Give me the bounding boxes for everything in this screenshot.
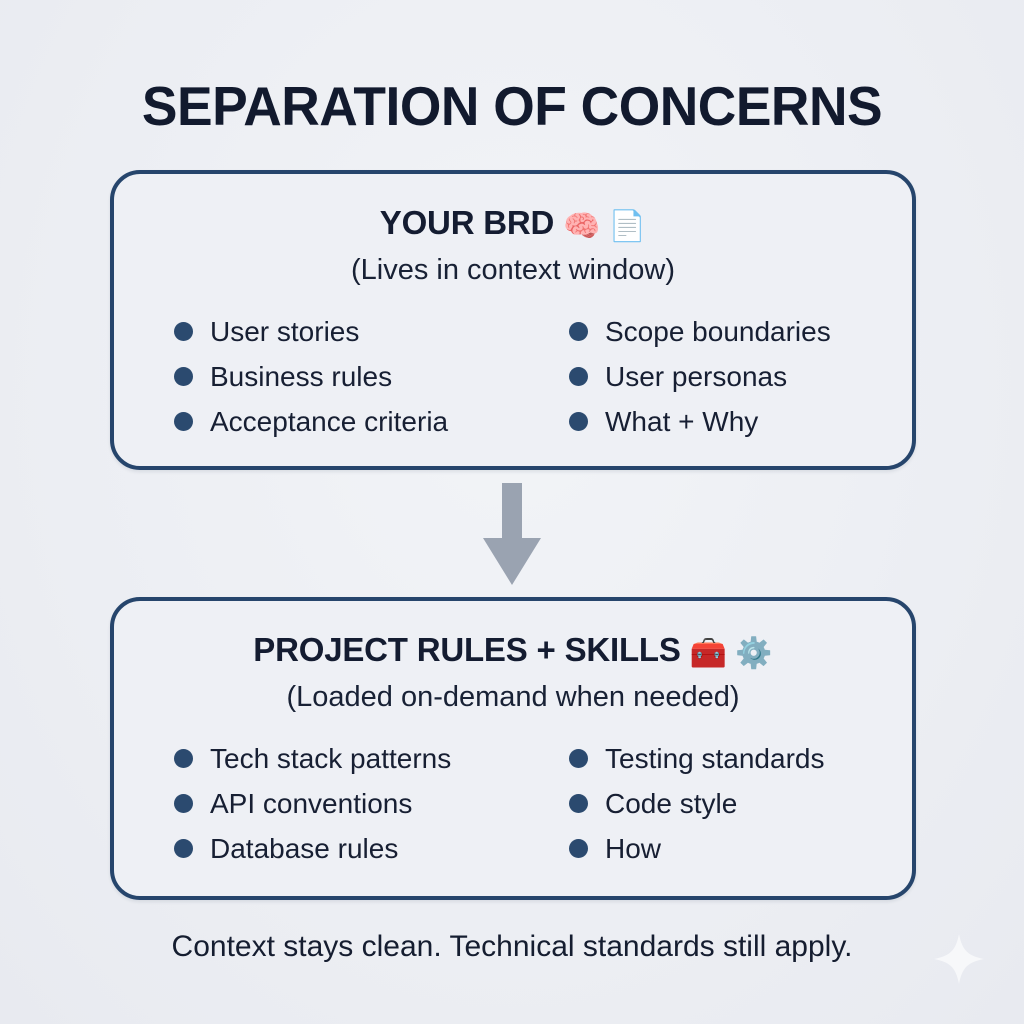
- list-item: Acceptance criteria: [174, 399, 569, 444]
- card-project-rules-skills: PROJECT RULES + SKILLS 🧰 ⚙️ (Loaded on-d…: [110, 597, 916, 900]
- list-item-label: What + Why: [605, 405, 759, 437]
- list-item-label: User stories: [210, 315, 360, 347]
- list-item-label: Scope boundaries: [605, 315, 831, 347]
- list-item: What + Why: [569, 399, 899, 444]
- list-item: Code style: [569, 781, 899, 826]
- list-item-label: Tech stack patterns: [210, 742, 452, 774]
- card-project-rules-skills-title: PROJECT RULES + SKILLS 🧰 ⚙️: [114, 631, 912, 671]
- list-item: User stories: [174, 309, 569, 354]
- card-project-rules-skills-column-right: Testing standards Code style How: [569, 736, 899, 871]
- list-item-label: Business rules: [210, 360, 393, 392]
- card-your-brd-subtitle: (Lives in context window): [351, 254, 675, 286]
- list-item: Database rules: [174, 826, 569, 871]
- list-item: User personas: [569, 354, 899, 399]
- list-item-label: User personas: [605, 360, 788, 392]
- card-your-brd: YOUR BRD 🧠 📄 (Lives in context window) U…: [110, 170, 916, 470]
- card-your-brd-title-text: YOUR BRD: [379, 204, 555, 241]
- bullet-icon: [174, 322, 193, 341]
- brain-icon: 🧠 📄: [563, 210, 647, 243]
- list-item-label: Acceptance criteria: [210, 405, 449, 437]
- toolbox-gear-icon: 🧰 ⚙️: [689, 637, 773, 670]
- page-title: SEPARATION OF CONCERNS: [141, 75, 883, 137]
- list-item-label: API conventions: [210, 787, 413, 819]
- card-your-brd-column-left: User stories Business rules Acceptance c…: [174, 309, 569, 444]
- bullet-icon: [174, 794, 193, 813]
- list-item: Business rules: [174, 354, 569, 399]
- list-item-label: Testing standards: [605, 742, 825, 774]
- list-item-label: Code style: [605, 787, 738, 819]
- bullet-icon: [174, 367, 193, 386]
- card-project-rules-skills-columns: Tech stack patterns API conventions Data…: [114, 736, 912, 871]
- list-item-label: How: [605, 832, 662, 864]
- list-item: Testing standards: [569, 736, 899, 781]
- list-item-label: Database rules: [210, 832, 399, 864]
- bullet-icon: [569, 322, 588, 341]
- footer-caption: Context stays clean. Technical standards…: [171, 930, 853, 963]
- bullet-icon: [569, 794, 588, 813]
- arrow-down-icon: [483, 483, 541, 585]
- bullet-icon: [569, 749, 588, 768]
- bullet-icon: [569, 412, 588, 431]
- bullet-icon: [174, 749, 193, 768]
- bullet-icon: [174, 839, 193, 858]
- list-item: How: [569, 826, 899, 871]
- card-your-brd-title: YOUR BRD 🧠 📄: [114, 204, 912, 244]
- card-your-brd-columns: User stories Business rules Acceptance c…: [114, 309, 912, 444]
- list-item: API conventions: [174, 781, 569, 826]
- bullet-icon: [569, 839, 588, 858]
- card-your-brd-column-right: Scope boundaries User personas What + Wh…: [569, 309, 899, 444]
- list-item: Tech stack patterns: [174, 736, 569, 781]
- sparkle-icon: [934, 934, 984, 984]
- card-project-rules-skills-column-left: Tech stack patterns API conventions Data…: [174, 736, 569, 871]
- list-item: Scope boundaries: [569, 309, 899, 354]
- bullet-icon: [174, 412, 193, 431]
- card-project-rules-skills-title-text: PROJECT RULES + SKILLS: [253, 631, 681, 668]
- bullet-icon: [569, 367, 588, 386]
- card-project-rules-skills-subtitle: (Loaded on-demand when needed): [286, 681, 740, 713]
